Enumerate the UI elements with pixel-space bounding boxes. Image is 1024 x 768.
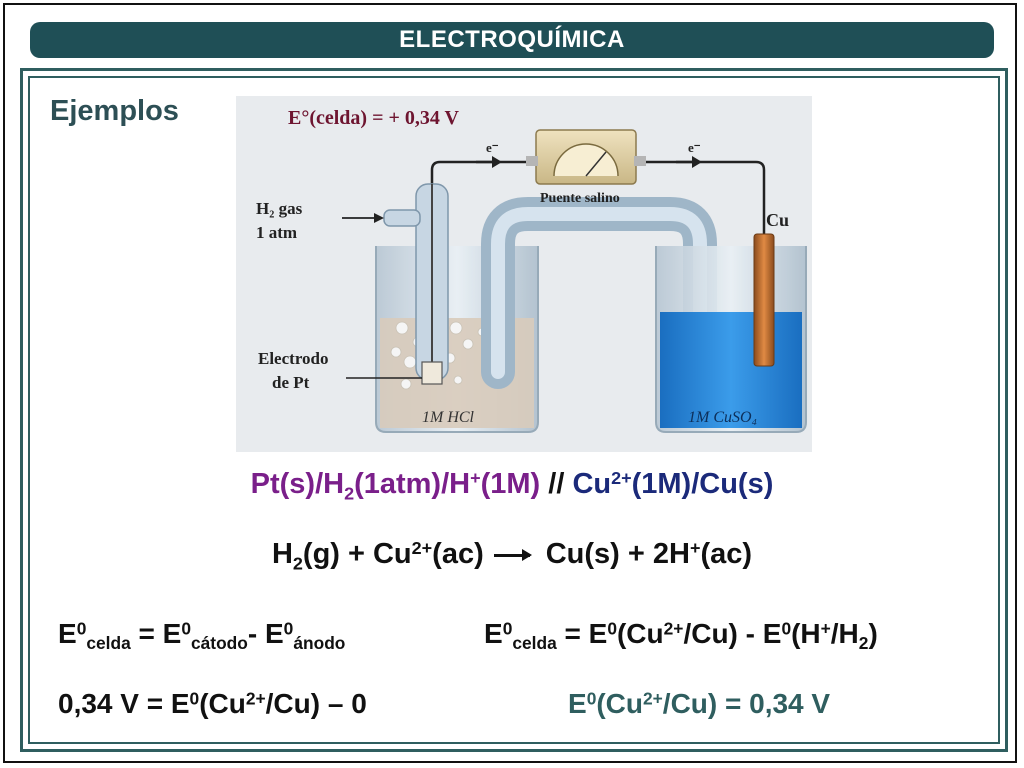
slide-title: ELECTROQUÍMICA — [399, 26, 625, 53]
content-frame-inner — [28, 76, 1000, 744]
overall-reaction: H2(g) + Cu2+(ac)Cu(s) + 2H+(ac) — [271, 538, 753, 574]
gas-inlet — [383, 209, 421, 227]
h2-arrowhead — [374, 213, 384, 223]
cell-notation-separator: // — [540, 468, 573, 500]
voltmeter-dial — [553, 143, 619, 177]
voltmeter-needle — [585, 151, 607, 177]
pt-electrode — [421, 361, 443, 385]
right-solution-label: 1M CuSO₄ — [688, 409, 757, 426]
h2-label-line2: 1 atm — [256, 223, 297, 242]
slide-title-bar: ELECTROQUÍMICA — [30, 22, 994, 58]
ecell-substitution: 0,34 V = E0(Cu2+/Cu) – 0 — [58, 688, 367, 719]
voltmeter-connector-right — [634, 156, 646, 166]
voltmeter-connector-left — [526, 156, 538, 166]
pt-label-line2: de Pt — [272, 373, 310, 392]
cu-label: Cu — [766, 210, 789, 230]
ecell-label: E°(celda) = + 0,34 V — [288, 107, 460, 129]
galvanic-cell-figure: E°(celda) = + 0,34 V Puente salino e⁻ e⁻… — [236, 96, 812, 452]
left-wire — [430, 160, 536, 184]
section-heading: Ejemplos — [50, 95, 179, 127]
electron-label-right: e⁻ — [688, 140, 701, 155]
salt-bridge-label: Puente salino — [540, 191, 620, 206]
left-solution-label: 1M HCl — [422, 409, 475, 426]
right-wire — [636, 160, 766, 236]
h2-label-line1: H₂ gas — [256, 199, 303, 218]
ecell-result: E0(Cu2+/Cu) = 0,34 V — [568, 688, 831, 719]
ecell-definition: E0celda = E0cátodo- E0ánodo — [58, 618, 346, 654]
content-frame-outer — [20, 68, 1008, 752]
salt-bridge-highlight — [491, 207, 707, 379]
ecell-specific: E0celda = E0(Cu2+/Cu) - E0(H+/H2) — [484, 618, 878, 654]
right-solution — [660, 312, 802, 428]
cell-notation-anode: Pt(s)/H2(1atm)/H+(1M) — [250, 468, 541, 504]
electron-arrowhead-left — [492, 156, 502, 168]
cell-notation-cathode: Cu2+(1M)/Cu(s) — [572, 468, 774, 500]
pt-label-line1: Electrodo — [258, 349, 329, 368]
electron-arrowhead-right — [692, 156, 702, 168]
cell-notation: Pt(s)/H2(1atm)/H+(1M) // Cu2+(1M)/Cu(s) — [0, 468, 1024, 504]
electron-label-left: e⁻ — [486, 140, 499, 155]
copper-electrode — [753, 233, 775, 367]
reaction-arrow-icon — [493, 548, 532, 561]
slide-outer-border — [3, 3, 1017, 763]
